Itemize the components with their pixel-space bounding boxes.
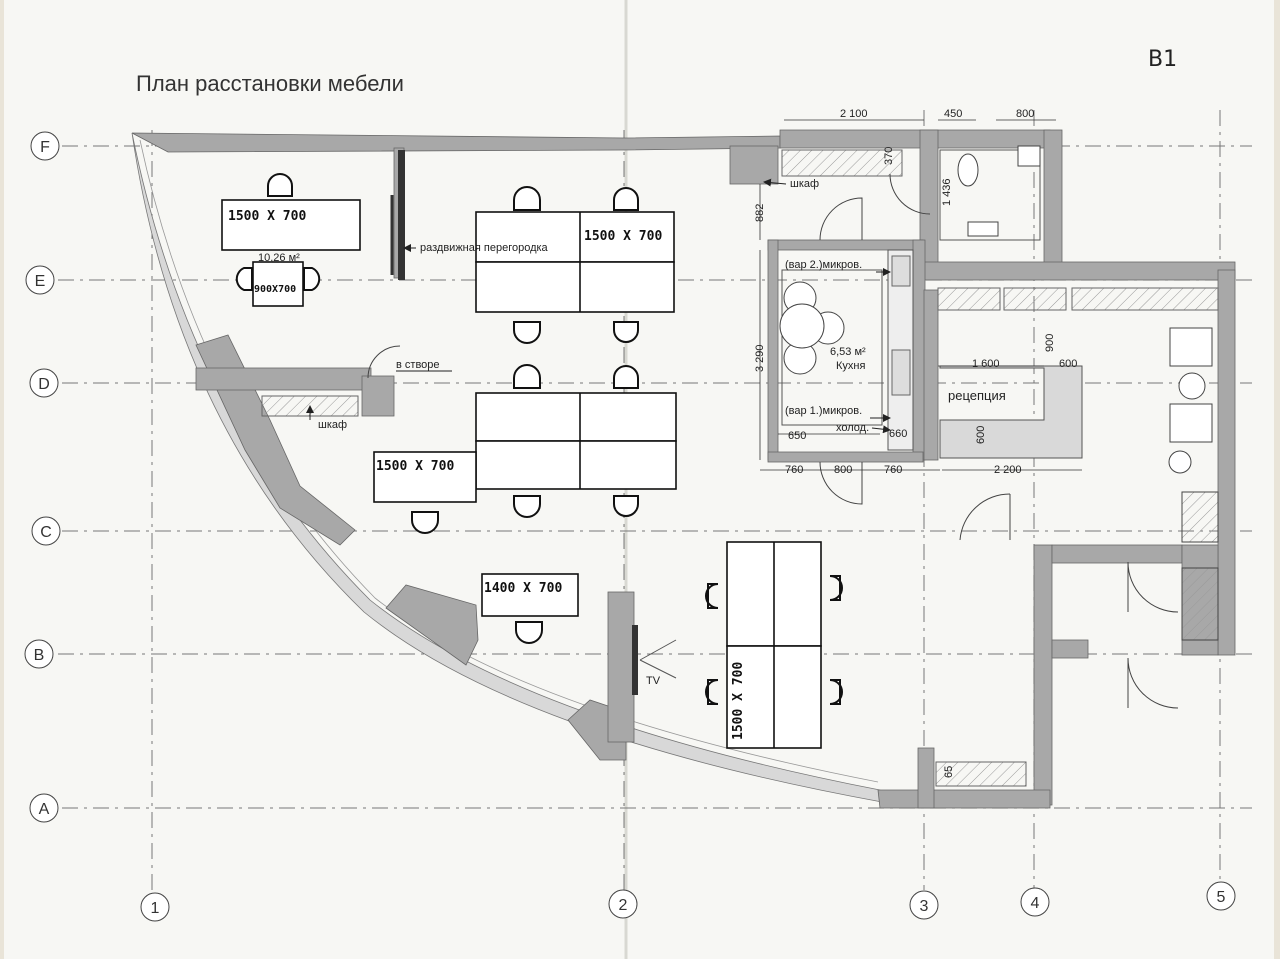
lounge-furniture xyxy=(1168,327,1219,641)
microwave-v2-label: (вар 2.)микров. xyxy=(785,259,862,271)
svg-text:3: 3 xyxy=(920,898,929,915)
svg-text:F: F xyxy=(40,139,50,156)
office-area: 10,26 м² xyxy=(258,252,300,264)
bathroom xyxy=(939,145,1041,241)
office-partition xyxy=(390,150,405,280)
table-size-small: 900X700 xyxy=(254,284,296,295)
fridge-label: холод. xyxy=(836,422,869,434)
axis-bubble-a: A xyxy=(29,793,59,823)
dim-800-top: 800 xyxy=(1016,108,1034,120)
desk-size-top: 1500 X 700 xyxy=(584,229,662,244)
dim-1600: 1 600 xyxy=(972,358,1000,370)
dim-65: 65 xyxy=(943,766,955,778)
wardrobe-kitchen-top3 xyxy=(1071,287,1219,311)
walls xyxy=(131,129,1236,809)
axis-bubble-e: E xyxy=(25,265,55,295)
svg-text:C: C xyxy=(40,524,52,541)
svg-text:1: 1 xyxy=(151,900,160,917)
tv-view-lines xyxy=(639,639,677,679)
wardrobe-top-label: шкаф xyxy=(790,178,819,190)
wardrobe-top-hatch xyxy=(781,149,903,177)
sheet-mark: B1 xyxy=(1148,47,1177,72)
dim-800-bottom: 800 xyxy=(834,464,852,476)
svg-text:E: E xyxy=(35,273,46,290)
axis-bubble-2: 2 xyxy=(608,889,638,919)
microwave-v1-label: (вар 1.)микров. xyxy=(785,405,862,417)
wardrobe-left-label: шкаф xyxy=(318,419,347,431)
svg-text:5: 5 xyxy=(1217,889,1226,906)
wardrobe-kitchen-top xyxy=(937,287,1001,311)
dim-760-left: 760 xyxy=(785,464,803,476)
axis-bubble-f: F xyxy=(30,131,60,161)
dim-900: 900 xyxy=(1044,334,1056,352)
wardrobe-top-arrow xyxy=(763,178,787,187)
desk-size-right: 1500 X 700 xyxy=(731,662,746,740)
dim-2100: 2 100 xyxy=(840,108,868,120)
reception-label: рецепция xyxy=(948,388,1006,403)
dim-660: 660 xyxy=(889,428,907,440)
dim-600-left: 600 xyxy=(975,426,987,444)
dim-450: 450 xyxy=(944,108,962,120)
doors xyxy=(367,173,1179,709)
dim-760-right: 760 xyxy=(884,464,902,476)
dim-1436: 1 436 xyxy=(941,178,953,206)
dim-650: 650 xyxy=(788,430,806,442)
dim-882: 882 xyxy=(754,204,766,222)
svg-text:2: 2 xyxy=(619,897,628,914)
desk-size-mid: 1500 X 700 xyxy=(376,459,454,474)
kitchen-area: 6,53 м² xyxy=(830,346,866,358)
fridge-arrow xyxy=(871,425,891,434)
dim-2200: 2 200 xyxy=(994,464,1022,476)
door-open-label: в створе xyxy=(396,359,440,371)
axis-bubble-1: 1 xyxy=(140,892,170,922)
desk-size-low: 1400 X 700 xyxy=(484,581,562,596)
tv-label: TV xyxy=(646,675,661,687)
dimension-lines xyxy=(759,119,1082,471)
svg-text:4: 4 xyxy=(1031,895,1040,912)
reception-desk xyxy=(939,365,1083,459)
kitchen-label: Кухня xyxy=(836,360,865,372)
desk-size-office: 1500 X 700 xyxy=(228,209,306,224)
axis-bubble-3: 3 xyxy=(909,890,939,920)
dim-370: 370 xyxy=(883,147,895,165)
wardrobe-kitchen-top2 xyxy=(1003,287,1067,311)
wardrobe-bottom xyxy=(935,761,1027,787)
sliding-partition-label: раздвижная перегородка xyxy=(420,242,549,254)
dim-3290: 3 290 xyxy=(754,344,766,372)
axis-bubble-4: 4 xyxy=(1020,887,1050,917)
kitchen-fixtures xyxy=(779,249,914,451)
svg-text:D: D xyxy=(38,376,50,393)
axis-bubble-b: B xyxy=(24,639,54,669)
svg-text:B: B xyxy=(34,647,45,664)
furniture xyxy=(221,199,822,749)
axis-bubble-d: D xyxy=(29,368,59,398)
axis-bubble-c: C xyxy=(31,516,61,546)
svg-text:A: A xyxy=(39,801,50,818)
tv-screen xyxy=(632,625,638,695)
axis-bubble-5: 5 xyxy=(1206,881,1236,911)
chairs xyxy=(235,173,843,705)
sheet-title: План расстановки мебели xyxy=(136,71,404,96)
dim-600-right: 600 xyxy=(1059,358,1077,370)
